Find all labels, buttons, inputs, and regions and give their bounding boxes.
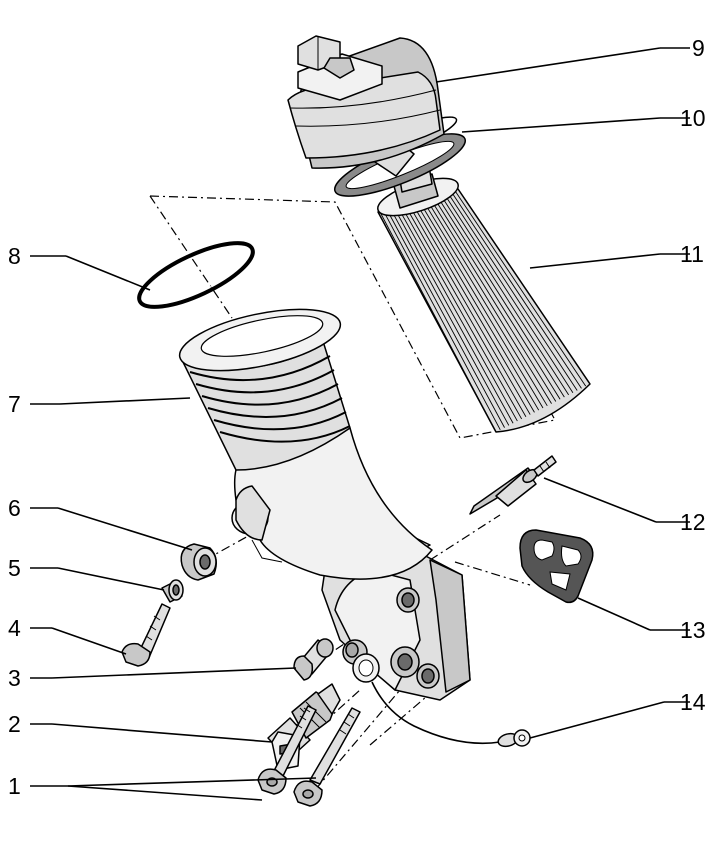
pleat-line xyxy=(424,196,552,404)
pleat-line xyxy=(438,191,570,396)
callout-5: 5 xyxy=(8,555,21,581)
pleat-line xyxy=(389,208,510,426)
callout-9: 9 xyxy=(692,35,705,61)
pleat-line xyxy=(455,185,591,385)
pleat-line xyxy=(441,190,574,393)
pressure-relief-valve xyxy=(469,455,557,515)
pleat-line xyxy=(414,199,540,411)
housing-o-ring xyxy=(137,241,255,309)
pleat-line xyxy=(410,201,535,413)
pleat-line xyxy=(379,211,497,433)
pleat-line xyxy=(400,204,523,420)
callout-14: 14 xyxy=(680,689,706,715)
callout-2: 2 xyxy=(8,711,21,737)
sensor-lead xyxy=(352,653,531,748)
pleat-line xyxy=(393,207,514,424)
long-bolts xyxy=(257,705,361,807)
thread-line xyxy=(219,425,351,443)
pleat-line xyxy=(452,186,587,387)
callout-12: 12 xyxy=(680,509,706,535)
thread-line xyxy=(213,411,347,431)
pleat-line xyxy=(383,210,501,431)
plug-fitting xyxy=(293,638,334,681)
callout-8: 8 xyxy=(8,243,21,269)
callout-7: 7 xyxy=(8,391,21,417)
callout-4: 4 xyxy=(8,615,21,641)
sealing-grommet xyxy=(180,543,217,581)
callout-6: 6 xyxy=(8,495,21,521)
pleat-line xyxy=(396,205,518,422)
pleat-line xyxy=(448,188,582,389)
callout-3: 3 xyxy=(8,665,21,691)
pleat-line xyxy=(386,209,505,428)
threaded-sleeve xyxy=(161,579,184,603)
pleat-line xyxy=(427,195,557,402)
callout-10: 10 xyxy=(680,105,706,131)
thread-line xyxy=(201,383,339,406)
thread-line xyxy=(207,397,343,418)
pleat-line xyxy=(434,192,565,398)
callout-labels: 1 2 3 4 5 6 7 8 9 10 11 12 13 14 xyxy=(8,35,706,799)
filter-cap xyxy=(287,35,445,177)
bracket-gasket xyxy=(519,529,594,604)
pleat-line xyxy=(407,202,531,415)
callout-13: 13 xyxy=(680,617,706,643)
callout-1: 1 xyxy=(8,773,21,799)
filter-pleats xyxy=(379,185,591,433)
pleat-line xyxy=(421,197,548,407)
pleat-line xyxy=(403,203,527,417)
filter-element xyxy=(377,159,591,433)
pleat-line xyxy=(417,198,544,409)
thread-line xyxy=(189,355,331,382)
callout-11: 11 xyxy=(680,241,704,267)
bolt-small xyxy=(121,603,171,667)
pleat-line xyxy=(445,189,578,391)
pleat-line xyxy=(431,194,561,400)
filter-housing-cylinder xyxy=(178,308,433,580)
thread-line xyxy=(195,369,335,394)
leader-lines xyxy=(30,47,690,801)
